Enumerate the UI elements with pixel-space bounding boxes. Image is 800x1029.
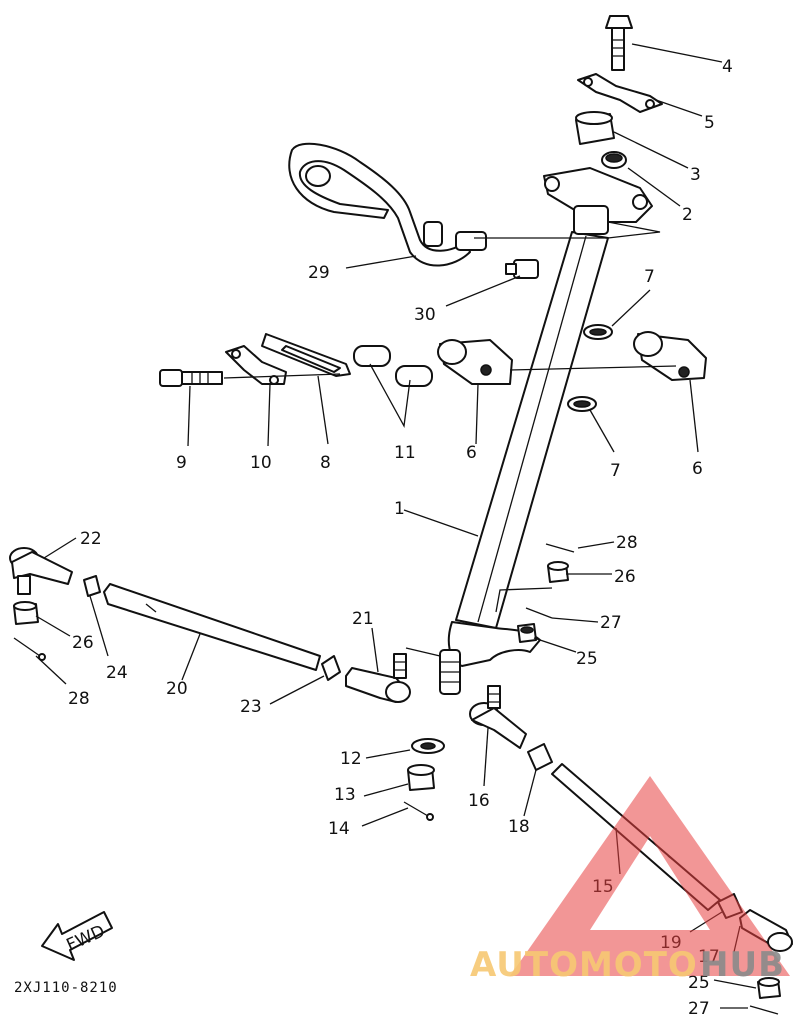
callout-5: 5: [704, 113, 715, 133]
collar: [575, 111, 615, 145]
castle-nut-26-top: [547, 561, 569, 583]
callout-3: 3: [690, 165, 701, 185]
steering-shaft: [439, 231, 609, 695]
washer-12: [411, 738, 445, 754]
tie-rod-left: [103, 583, 321, 671]
tie-rod-end-left: [9, 547, 73, 595]
callout-28-left: 28: [68, 689, 90, 709]
circlip-lower: [567, 396, 597, 412]
castle-nut-left: [13, 601, 39, 625]
callout-6-rear: 6: [692, 459, 703, 479]
top-bolt: [605, 15, 633, 71]
callout-1: 1: [394, 499, 405, 519]
callout-26-left: 26: [72, 633, 94, 653]
nut-25-top: [517, 623, 537, 643]
cotter-pin-left: [13, 637, 46, 661]
callout-29: 29: [308, 263, 330, 283]
callout-8: 8: [320, 453, 331, 473]
callout-24: 24: [106, 663, 128, 683]
callout-11: 11: [394, 443, 416, 463]
cotter-pin-14: [403, 801, 434, 821]
watermark-text-b: HUB: [700, 945, 785, 985]
callout-27-bottom: 27: [688, 999, 710, 1019]
callout-25-top: 25: [576, 649, 598, 669]
callout-26-top: 26: [614, 567, 636, 587]
callout-20: 20: [166, 679, 188, 699]
callout-22: 22: [80, 529, 102, 549]
callout-21: 21: [352, 609, 374, 629]
oil-seal: [601, 151, 627, 169]
shaft-holder-rear: [633, 331, 707, 381]
callout-27-top: 27: [600, 613, 622, 633]
watermark: [510, 776, 790, 976]
locknut-center: [321, 655, 341, 681]
handlebar-guard: [288, 142, 487, 267]
tie-rod-end-center: [345, 653, 411, 703]
cotter-pin-27-bottom: [749, 1005, 779, 1015]
watermark-triangle-icon: [510, 776, 790, 976]
lock-plate: [577, 73, 663, 113]
callout-25-bottom: 25: [688, 973, 710, 993]
locknut-left: [83, 575, 101, 597]
guard-bolt: [505, 259, 539, 279]
bushings: [353, 345, 433, 387]
callout-12: 12: [340, 749, 362, 769]
circlip-upper: [583, 324, 613, 340]
upper-holder: [543, 167, 653, 235]
callout-7-upper: 7: [644, 267, 655, 287]
fwd-arrow: FWD: [41, 911, 113, 961]
callout-10: 10: [250, 453, 272, 473]
callout-9: 9: [176, 453, 187, 473]
callout-30: 30: [414, 305, 436, 325]
bushing-band: [261, 333, 351, 377]
callout-16: 16: [468, 791, 490, 811]
clamp-bolt: [159, 369, 223, 387]
shaft-holder-front: [437, 339, 513, 385]
cotter-pin-28-top: [545, 543, 575, 553]
castle-nut-13: [407, 764, 435, 791]
cotter-pin-27-top: [525, 607, 553, 619]
nut-25-bottom: [757, 977, 781, 999]
callout-28-top: 28: [616, 533, 638, 553]
callout-2: 2: [682, 205, 693, 225]
watermark-text-a: AUTOMOTO: [470, 945, 698, 985]
callout-6-front: 6: [466, 443, 477, 463]
locknut-right: [527, 743, 553, 771]
leader-lines: [35, 43, 757, 1009]
callout-14: 14: [328, 819, 350, 839]
callout-7-lower: 7: [610, 461, 621, 481]
callout-18: 18: [508, 817, 530, 837]
diagram-code: 2XJ110-8210: [14, 980, 118, 996]
watermark-text: AUTOMOTO HUB: [470, 945, 785, 985]
callout-13: 13: [334, 785, 356, 805]
tie-rod-end-right: [469, 685, 527, 749]
callout-4: 4: [722, 57, 733, 77]
callout-23: 23: [240, 697, 262, 717]
